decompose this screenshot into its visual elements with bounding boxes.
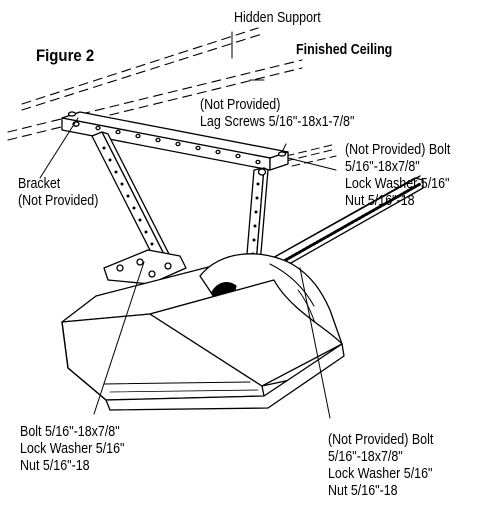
rail-chain [266, 182, 422, 272]
bracket-line-2: (Not Provided) [18, 193, 99, 209]
lag-screws-line-1: (Not Provided) [200, 97, 281, 113]
right-hardware-line-4: Nut 5/16"-18 [345, 193, 415, 209]
bottom-right-hardware-line-2: 5/16"-18x7/8" [328, 449, 403, 465]
angle-bracket [61, 111, 289, 171]
bracket-label: Bracket (Not Provided) [18, 176, 98, 210]
right-hardware-label: (Not Provided) Bolt 5/16"-18x7/8" Lock W… [345, 142, 450, 210]
bottom-right-hardware-label: (Not Provided) Bolt 5/16"-18x7/8" Lock W… [328, 432, 433, 500]
bottom-left-hardware-line-3: Nut 5/16"-18 [20, 458, 90, 474]
hidden-support-label: Hidden Support [234, 10, 321, 26]
lag-screws-line-2: Lag Screws 5/16"-18x1-7/8" [200, 114, 355, 130]
right-strap-top-bolt [257, 168, 267, 176]
right-hardware-line-1: (Not Provided) Bolt [345, 142, 451, 158]
lag-screws-label: (Not Provided) Lag Screws 5/16"-18x1-7/8… [200, 97, 354, 131]
finished-ceiling-lines [7, 59, 303, 141]
right-hardware-line-3: Lock Washer 5/16" [345, 176, 450, 192]
left-strap-holes [102, 146, 154, 246]
bottom-left-hardware-line-1: Bolt 5/16"-18x7/8" [20, 424, 120, 440]
leader-lines [39, 31, 337, 419]
bottom-left-hardware-line-2: Lock Washer 5/16" [20, 441, 125, 457]
left-hanger-strap [91, 131, 171, 263]
figure-label: Figure 2 [36, 46, 95, 65]
finished-ceiling-label: Finished Ceiling [296, 42, 393, 58]
bottom-right-hardware-line-1: (Not Provided) Bolt [328, 432, 434, 448]
mounting-plate [103, 249, 187, 285]
right-hardware-line-2: 5/16"-18x7/8" [345, 159, 420, 175]
bottom-left-hardware-label: Bolt 5/16"-18x7/8" Lock Washer 5/16" Nut… [20, 424, 124, 475]
motor-unit [61, 253, 345, 411]
bottom-right-hardware-line-4: Nut 5/16"-18 [328, 483, 398, 499]
bracket-line-1: Bracket [18, 176, 61, 192]
bottom-right-hardware-line-3: Lock Washer 5/16" [328, 466, 433, 482]
ceiling-lines-right [285, 143, 337, 167]
hidden-support-lines [21, 27, 263, 111]
